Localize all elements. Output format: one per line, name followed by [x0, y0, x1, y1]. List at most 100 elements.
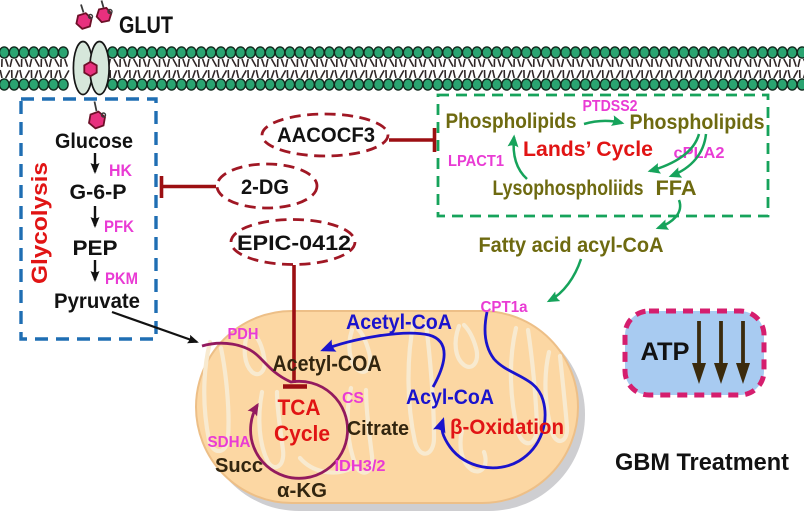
lipid-tail [138, 58, 147, 68]
lipid-head [471, 78, 483, 91]
lipid-head [126, 46, 138, 59]
lipid-head [609, 46, 621, 59]
lipid-head [491, 78, 503, 91]
lipid-tail [729, 58, 738, 68]
lipid-head [658, 46, 670, 59]
beta-oxidation-label: β-Oxidation [450, 416, 564, 439]
lipid-head [156, 78, 168, 91]
atp-arrow-head [692, 363, 706, 384]
cristae-line [453, 322, 480, 369]
lipid-head [757, 46, 769, 59]
lipid-tail [688, 69, 701, 79]
cpla2-arrow-2 [668, 133, 708, 178]
lipid-head [313, 78, 325, 91]
lipid-tail [639, 58, 651, 68]
cell-membrane-bilayer [0, 46, 804, 91]
lipid-tail [227, 69, 236, 79]
glycolysis-box [19, 97, 158, 341]
lipid-tail [344, 58, 356, 68]
lands-cycle-arrows [507, 115, 708, 303]
cristae-line [257, 389, 286, 470]
lipid-head [619, 46, 631, 59]
lipid-head [0, 78, 10, 91]
cristae-line [406, 317, 437, 456]
lipid-head [481, 78, 493, 91]
lipid-head [215, 78, 227, 91]
acetyl-coa-blue-label: Acetyl-CoA [346, 311, 452, 334]
lipid-head [442, 46, 454, 59]
lipid-tail [572, 58, 581, 68]
lipid-tail [275, 69, 287, 79]
glucose-hexagon [83, 60, 98, 78]
metabolite-g6p: G-6-P [70, 181, 127, 204]
lipid-tail [266, 69, 275, 79]
tca-cycle-arrow [201, 341, 349, 480]
lipid-head [786, 78, 798, 91]
lipid-tail [501, 58, 513, 68]
lipid-tail [38, 69, 50, 79]
cristae-line [242, 331, 267, 377]
tca-label-line1: TCA [278, 395, 321, 420]
atp-arrow-head [714, 363, 728, 384]
lipid-tail [424, 69, 433, 79]
lipid-head [264, 46, 276, 59]
lipid-head [116, 78, 128, 91]
pdh-label: PDH [228, 326, 259, 343]
lipid-head [313, 46, 325, 59]
mitochondrion-cristae [202, 317, 570, 475]
atp-label: ATP [641, 338, 690, 366]
lipid-head [146, 46, 158, 59]
lipid-head [501, 78, 513, 91]
akg-label: α-KG [277, 480, 327, 502]
lipid-head [550, 46, 562, 59]
glucose-stem [100, 0, 105, 8]
lipid-tail [798, 69, 804, 79]
lipid-tail [178, 58, 187, 68]
lipid-tail [432, 69, 444, 79]
ptdss2-label: PTDSS2 [583, 98, 638, 115]
atp-box [622, 308, 767, 398]
lipid-tail [237, 58, 246, 68]
lipid-tail [483, 69, 492, 79]
cristae-line [508, 325, 540, 446]
lipid-tail [659, 58, 671, 68]
lipid-tail [286, 69, 295, 79]
lipid-head [471, 46, 483, 59]
lipid-head [38, 46, 50, 59]
epic-label: EPIC-0412 [237, 232, 351, 255]
lipid-head [412, 78, 424, 91]
lipid-head [560, 78, 572, 91]
epic-ellipse [229, 218, 357, 266]
mitochondrion-body [195, 310, 579, 504]
lipid-tail [789, 58, 797, 68]
lipid-tail [541, 58, 553, 68]
lipid-head [639, 78, 651, 91]
lipid-tail [611, 58, 620, 68]
lipid-tail [523, 69, 532, 79]
lipid-head [304, 46, 316, 59]
lipid-head [747, 78, 759, 91]
lipid-head [717, 46, 729, 59]
lipid-tail [482, 58, 494, 68]
lipid-tail [363, 58, 376, 68]
lipid-head [432, 46, 444, 59]
lipid-head [166, 78, 178, 91]
lipid-head [48, 46, 60, 59]
lipid-tail [738, 58, 750, 68]
lipid-head [0, 46, 10, 59]
lipid-tail [354, 69, 366, 79]
lipid-tail [690, 58, 699, 68]
lipid-tail [472, 69, 484, 79]
lipid-head [254, 78, 266, 91]
lipid-tail [168, 69, 177, 79]
lipid-tail [395, 58, 403, 68]
lipid-tail [247, 69, 256, 79]
lipid-tail [552, 58, 561, 68]
lipid-head [106, 46, 118, 59]
lipid-head [48, 78, 60, 91]
lipid-head [146, 78, 158, 91]
ffa-to-fatty-acid-arrow [655, 199, 682, 230]
lipid-head [382, 46, 394, 59]
lipid-head [402, 46, 414, 59]
